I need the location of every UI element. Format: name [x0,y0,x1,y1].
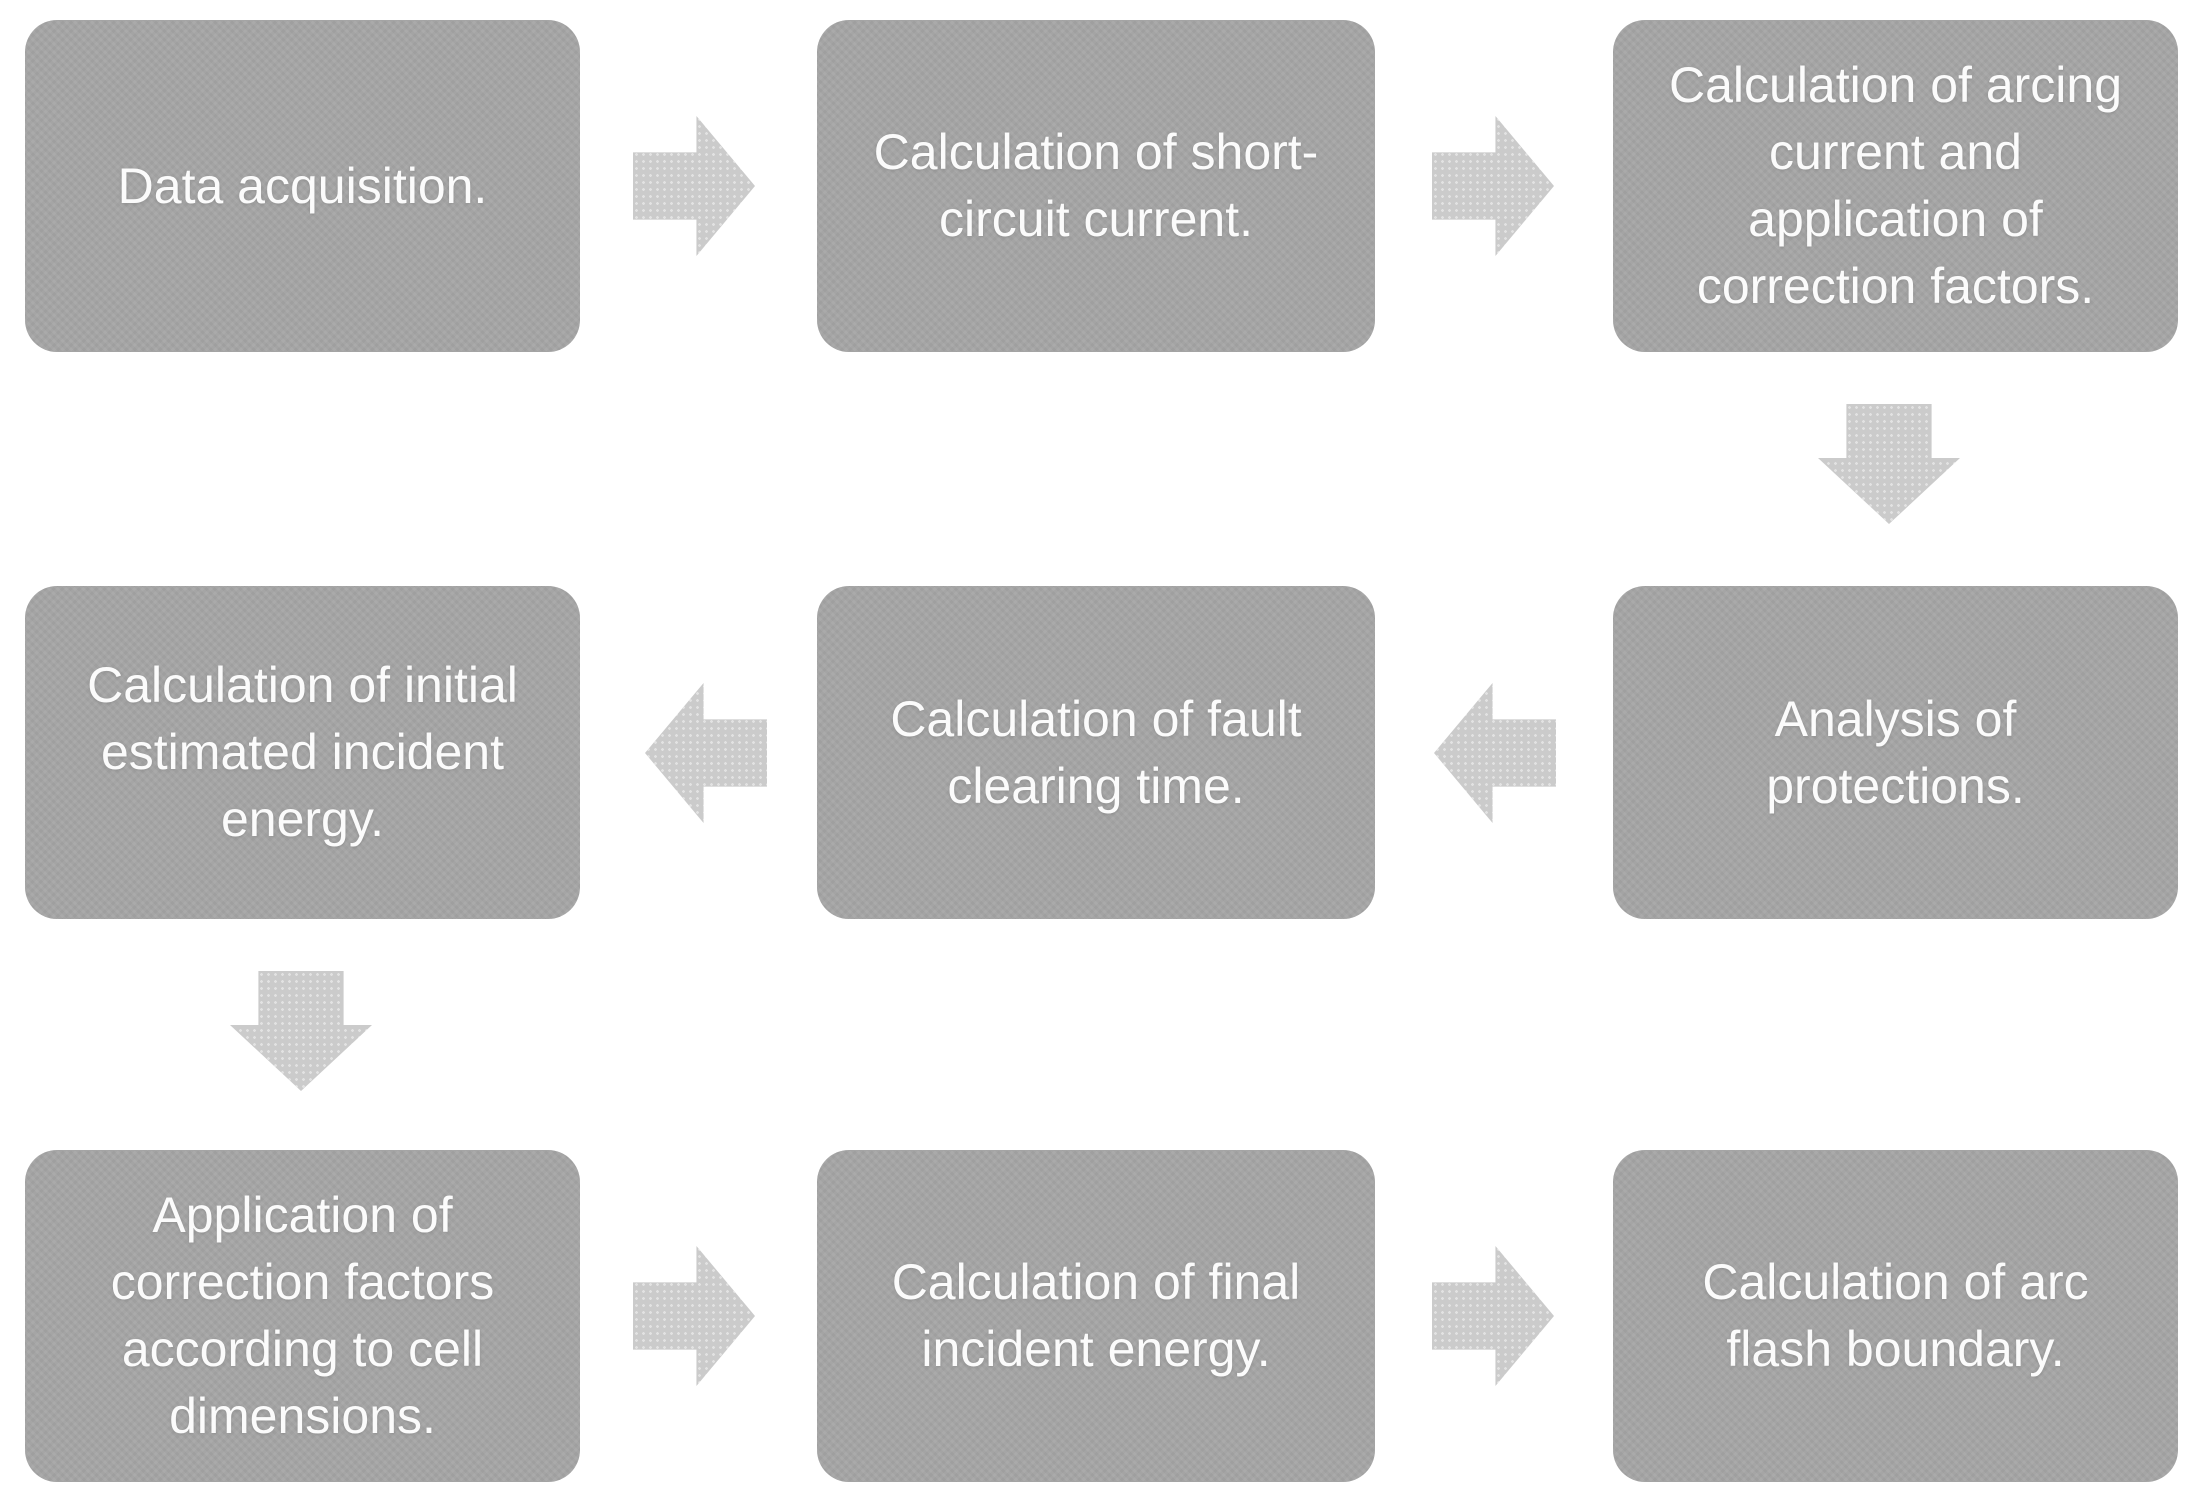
step-2-label: Calculation of short- circuit current. [873,124,1319,247]
step-7-label: Application of correction factors accord… [110,1187,495,1444]
step-8-label: Calculation of final incident energy. [891,1254,1301,1377]
step-7-correction-factors-cell-dimensions: Application of correction factors accord… [25,1150,580,1482]
step-1-label: Data acquisition. [117,157,488,214]
step-6-label: Calculation of initial estimated inciden… [87,657,518,847]
step-4-analysis-of-protections: Analysis of protections. [1613,586,2178,919]
arrow-down-icon [1818,404,1960,524]
arrow-left-icon [1434,683,1556,823]
step-2-short-circuit-current: Calculation of short- circuit current. [817,20,1375,352]
step-3-label: Calculation of arcing current and applic… [1668,57,2123,314]
step-9-arc-flash-boundary: Calculation of arc flash boundary. [1613,1150,2178,1482]
step-8-final-incident-energy: Calculation of final incident energy. [817,1150,1375,1482]
arrow-down-icon [230,971,372,1091]
arrow-right-icon [1432,1246,1554,1386]
step-4-label: Analysis of protections. [1766,690,2025,814]
arrow-left-icon [645,683,767,823]
arrow-right-icon [633,116,755,256]
arrow-right-icon [1432,116,1554,256]
step-5-fault-clearing-time: Calculation of fault clearing time. [817,586,1375,919]
step-5-label: Calculation of fault clearing time. [890,690,1302,814]
step-6-initial-incident-energy: Calculation of initial estimated inciden… [25,586,580,919]
step-9-label: Calculation of arc flash boundary. [1702,1254,2089,1377]
arrow-right-icon [633,1246,755,1386]
step-1-data-acquisition: Data acquisition. [25,20,580,352]
step-3-arcing-current-correction-factors: Calculation of arcing current and applic… [1613,20,2178,352]
